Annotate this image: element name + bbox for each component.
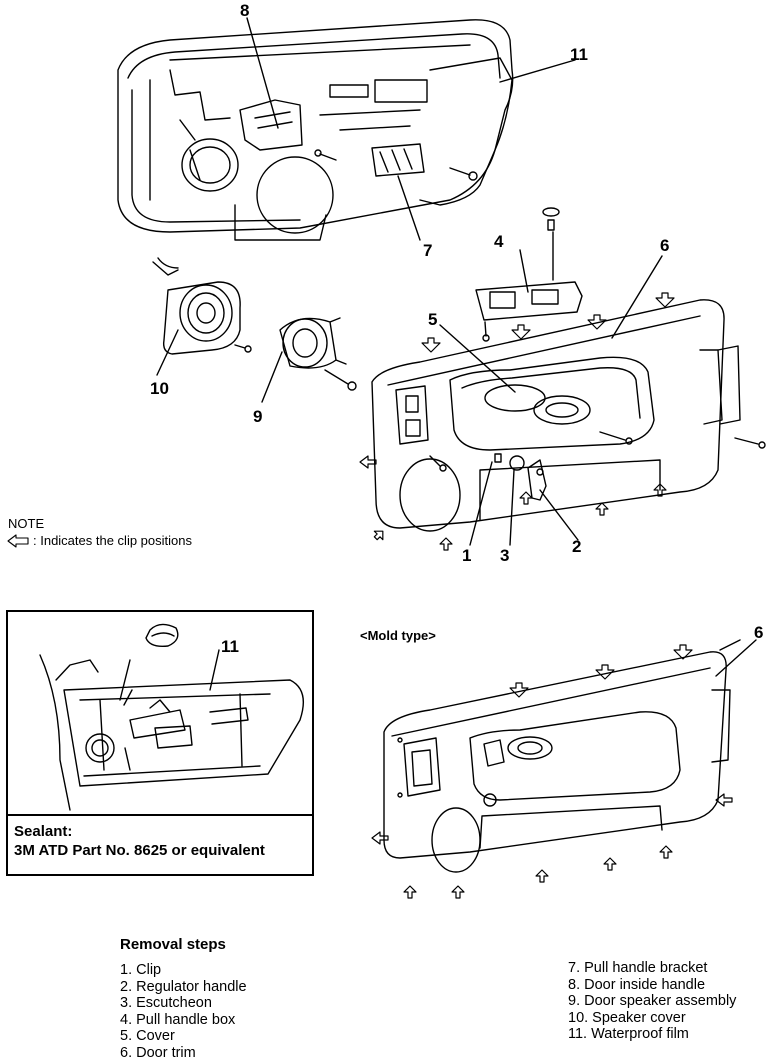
step-item: 3. Escutcheon bbox=[120, 995, 212, 1012]
sealant-text: 3M ATD Part No. 8625 or equivalent bbox=[14, 842, 265, 859]
callout-1: 1 bbox=[462, 546, 472, 565]
speaker-cover-10 bbox=[152, 257, 252, 376]
clip-arrows-mold bbox=[371, 644, 733, 899]
step-item: 11. Waterproof film bbox=[568, 1026, 689, 1043]
hollow-arrow-left-icon bbox=[7, 534, 29, 548]
step-item: 10. Speaker cover bbox=[568, 1009, 686, 1026]
callout-3: 3 bbox=[500, 546, 510, 565]
step-item: 1. Clip bbox=[120, 962, 162, 978]
step-item: 9. Door speaker assembly bbox=[568, 993, 737, 1010]
step-item: 5. Cover bbox=[120, 1028, 175, 1045]
step-item: 8. Door inside handle bbox=[568, 976, 706, 993]
door-trim-mold-type bbox=[383, 639, 741, 873]
sealant-title: Sealant: bbox=[14, 823, 73, 840]
callout-6: 6 bbox=[660, 236, 670, 255]
note-text: : Indicates the clip positions bbox=[33, 533, 192, 548]
callout-8: 8 bbox=[240, 1, 250, 20]
step-item: 7. Pull handle bracket bbox=[568, 960, 708, 976]
callout-10: 10 bbox=[150, 379, 169, 398]
callout-5: 5 bbox=[428, 310, 438, 329]
step-item: 4. Pull handle box bbox=[120, 1011, 236, 1028]
note-title: NOTE bbox=[8, 516, 45, 531]
door-inner-panel bbox=[117, 19, 514, 241]
callout-4: 4 bbox=[494, 232, 504, 251]
inset-door-sketch bbox=[39, 623, 304, 811]
removal-steps-left: 1. Clip 2. Regulator handle 3. Escutcheo… bbox=[120, 962, 247, 1062]
removal-steps-title: Removal steps bbox=[120, 936, 226, 953]
mold-leader-6 bbox=[715, 639, 757, 677]
callout-11: 11 bbox=[570, 45, 588, 64]
mold-type-label: <Mold type> bbox=[360, 628, 436, 643]
step-item: 6. Door trim bbox=[120, 1044, 196, 1061]
top-leader-lines bbox=[246, 17, 576, 241]
callout-6-mold: 6 bbox=[754, 623, 764, 642]
door-trim-6 bbox=[371, 299, 766, 532]
step-item: 2. Regulator handle bbox=[120, 978, 247, 995]
inset-callout-11: 11 bbox=[221, 637, 239, 656]
callout-9: 9 bbox=[253, 407, 263, 426]
callout-7: 7 bbox=[423, 241, 433, 260]
speaker-assembly-9 bbox=[261, 317, 357, 403]
callout-2: 2 bbox=[572, 537, 582, 556]
clip-arrows-main bbox=[359, 292, 675, 551]
sealant-caption: Sealant: 3M ATD Part No. 8625 or equival… bbox=[8, 814, 312, 874]
sealant-inset: 11 Sealant: 3M ATD Part No. 8625 or equi… bbox=[6, 610, 314, 876]
removal-steps-right: 7. Pull handle bracket 8. Door inside ha… bbox=[568, 960, 736, 1043]
pull-handle-box-4 bbox=[475, 207, 583, 342]
main-leader-lines bbox=[439, 255, 663, 546]
